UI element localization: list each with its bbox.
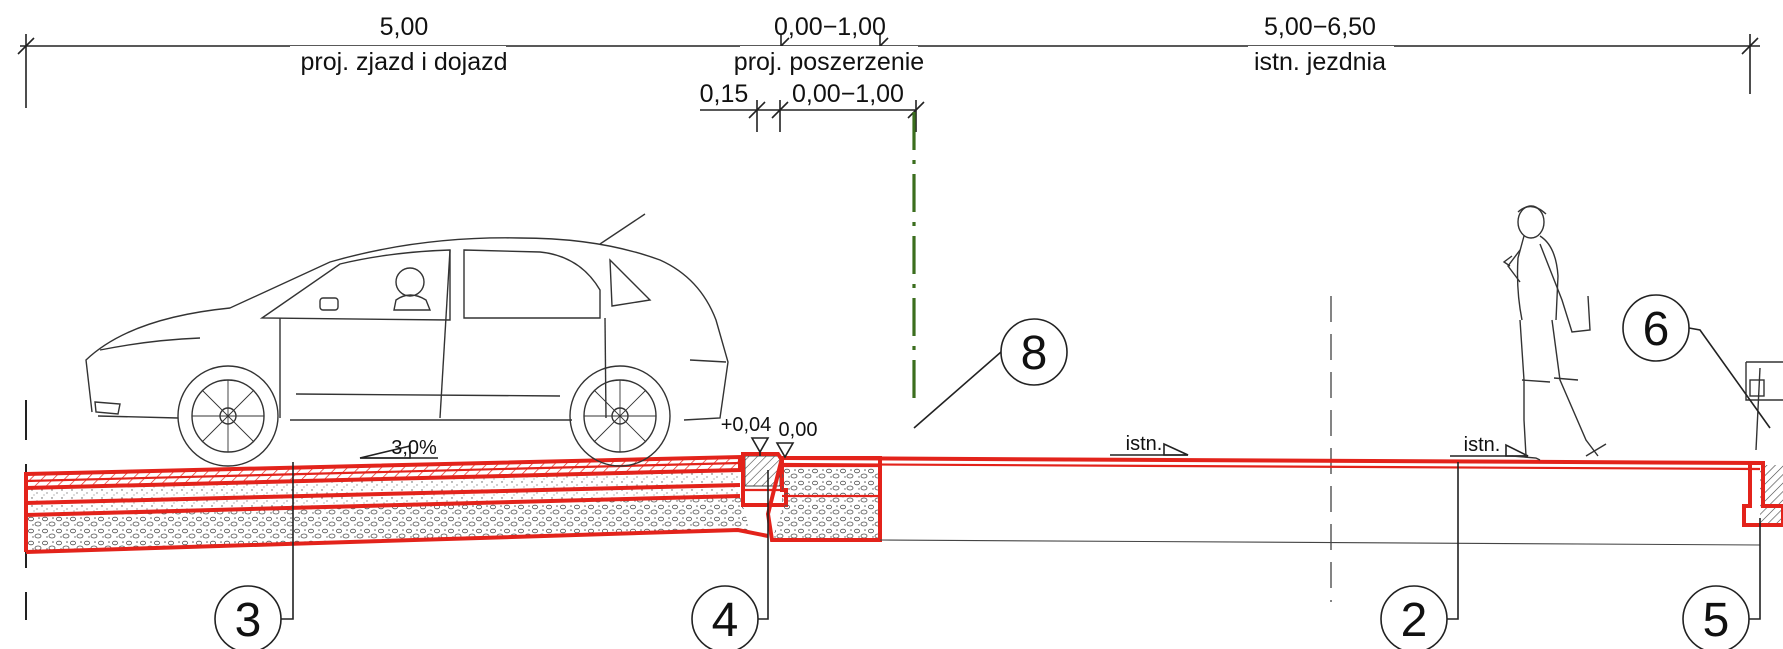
pedestrian-illustration (1502, 205, 1607, 461)
level-road-label: 0,00 (779, 419, 818, 441)
level-marker-road (775, 442, 795, 459)
dim-sub-left: 0,15 (700, 80, 749, 108)
new-pavement-structure (24, 454, 769, 554)
dim-sub-right: 0,00−1,00 (792, 80, 904, 108)
callout-3 (214, 462, 294, 649)
callout-2 (1380, 462, 1459, 649)
dim-left-label: proj. zjazd i dojazd (300, 48, 507, 76)
callout-6-label: 6 (1643, 303, 1670, 356)
callout-4-label: 4 (712, 594, 739, 647)
existing-road-surface (781, 456, 1761, 546)
level-curb-label: +0,04 (721, 414, 772, 436)
widening-structure (765, 456, 882, 542)
dim-right-label: istn. jezdnia (1254, 48, 1386, 76)
callout-2-label: 2 (1401, 594, 1428, 647)
callout-5 (1682, 518, 1761, 649)
slope-indicator-left (359, 444, 438, 459)
car-illustration (85, 213, 729, 467)
callout-4 (691, 470, 769, 649)
dim-mid-value: 0,00−1,00 (774, 13, 886, 41)
slope-indicator-mid (1110, 442, 1189, 456)
right-curb (1742, 461, 1783, 527)
dim-left-value: 5,00 (380, 13, 429, 41)
callout-8 (913, 318, 1068, 429)
slope-left-label: 3,0% (391, 437, 437, 459)
callout-3-label: 3 (235, 594, 262, 647)
level-marker-curb (750, 437, 770, 456)
sub-dimension-line (700, 100, 925, 132)
callout-5-label: 5 (1703, 594, 1730, 647)
slope-right-label: istn. (1464, 434, 1501, 456)
road-sign-post (1745, 361, 1783, 451)
slope-mid-label: istn. (1126, 433, 1163, 455)
dim-mid-label: proj. poszerzenie (734, 48, 924, 76)
callout-6 (1622, 294, 1771, 429)
dim-right-value: 5,00−6,50 (1264, 13, 1376, 41)
callout-8-label: 8 (1021, 327, 1048, 380)
